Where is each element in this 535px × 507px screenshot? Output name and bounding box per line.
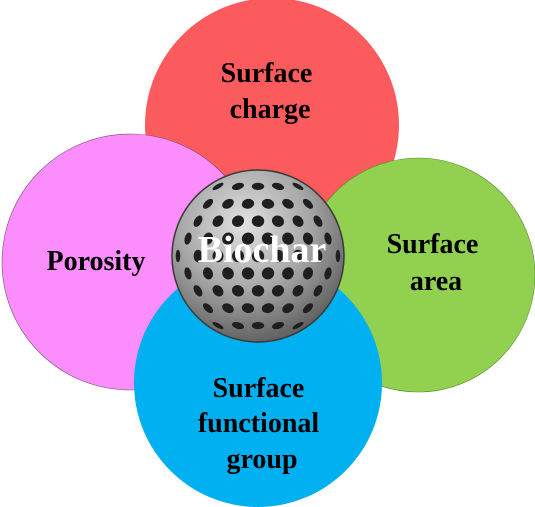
center-label-biochar: Biochar xyxy=(198,229,327,271)
pore xyxy=(193,249,203,263)
pore xyxy=(231,285,245,297)
surface-functional-group-line-3: group xyxy=(226,444,297,475)
pore xyxy=(202,198,214,209)
pore xyxy=(292,249,304,263)
pore xyxy=(271,285,285,297)
pore xyxy=(222,198,234,209)
pore xyxy=(212,182,224,191)
pore xyxy=(282,232,294,245)
sphere-pores xyxy=(175,182,341,330)
pore xyxy=(241,267,255,280)
pore xyxy=(292,215,304,227)
pore xyxy=(212,285,224,297)
pore xyxy=(193,215,203,227)
pore xyxy=(222,232,234,245)
pore xyxy=(292,285,304,297)
pore xyxy=(302,232,314,245)
pore xyxy=(212,215,224,227)
pore xyxy=(251,215,265,227)
pore xyxy=(335,249,341,263)
pore xyxy=(202,267,214,280)
pore xyxy=(202,303,214,314)
pore xyxy=(271,321,285,330)
pore xyxy=(272,249,284,263)
surface-area-label: Surface area xyxy=(387,229,486,297)
pore xyxy=(231,182,245,191)
pore xyxy=(231,321,245,330)
pore xyxy=(313,285,323,297)
pore xyxy=(212,321,224,330)
pore xyxy=(313,249,323,263)
biochar-sphere-icon xyxy=(171,169,345,343)
pore xyxy=(261,232,275,245)
surface-charge-line-1: Surface xyxy=(221,58,313,89)
pore xyxy=(282,303,294,314)
pore xyxy=(282,198,294,209)
surface-area-line-2: area xyxy=(410,266,462,297)
pore xyxy=(193,285,203,297)
pore xyxy=(212,249,224,263)
surface-functional-group-line-1: Surface xyxy=(213,373,305,404)
pore xyxy=(261,267,275,280)
porosity-label: Porosity xyxy=(46,246,145,277)
pore xyxy=(241,303,255,314)
pore xyxy=(241,232,255,245)
pore xyxy=(302,267,314,280)
pore xyxy=(292,321,304,330)
pore xyxy=(261,303,275,314)
surface-functional-group-label: Surface functional group xyxy=(198,373,326,475)
pore xyxy=(251,182,265,190)
pore xyxy=(282,267,294,280)
pore xyxy=(261,198,275,209)
pore xyxy=(222,267,234,280)
pore xyxy=(324,232,332,245)
pore xyxy=(292,182,304,191)
pore xyxy=(251,285,265,297)
pore xyxy=(271,182,285,191)
pore xyxy=(271,215,285,227)
surface-charge-label: Surface charge xyxy=(221,58,320,125)
pore xyxy=(313,215,323,227)
pore xyxy=(184,267,192,280)
pore xyxy=(202,232,214,245)
surface-area-line-1: Surface xyxy=(387,229,479,260)
pore xyxy=(231,215,245,227)
pore xyxy=(232,249,244,263)
porosity-line-1: Porosity xyxy=(46,246,145,277)
pore xyxy=(222,303,234,314)
pore xyxy=(184,232,192,245)
pore xyxy=(251,322,265,330)
pore xyxy=(251,249,265,263)
pore xyxy=(302,303,314,314)
petal-surface-functional-group xyxy=(134,259,382,507)
surface-functional-group-line-2: functional xyxy=(198,408,320,439)
pore xyxy=(324,267,332,280)
pore xyxy=(302,198,314,209)
surface-charge-line-2: charge xyxy=(230,94,311,125)
pore xyxy=(175,249,181,263)
pore xyxy=(241,198,255,209)
